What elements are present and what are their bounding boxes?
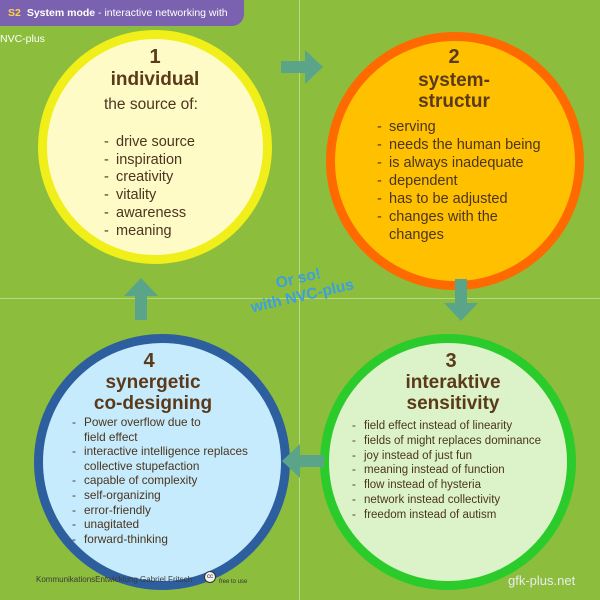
circle-2-item: has to be adjusted <box>377 190 547 208</box>
circle-3-list: field effect instead of linearity fields… <box>352 419 576 523</box>
horizontal-divider <box>0 298 600 299</box>
circle-2-heading-line: structur <box>418 91 490 112</box>
circle-3-item: joy instead of just fun <box>352 449 576 464</box>
creative-commons-icon: cc <box>204 571 216 583</box>
circle-3-item: field effect instead of linearity <box>352 419 576 434</box>
circle-3-item: flow instead of hysteria <box>352 478 576 493</box>
circle-2-list: serving needs the human being is always … <box>377 118 547 244</box>
circle-4-number: 4 <box>143 350 155 372</box>
circle-3-item: network instead collectivity <box>352 493 576 508</box>
circle-2-number: 2 <box>448 46 460 68</box>
circle-4-item: self-organizing <box>72 488 268 503</box>
footer-credit: KommunikationsEntwicklung Gabriel Fritsc… <box>36 575 193 584</box>
circle-4-item: Power overflow due to field effect <box>72 415 214 444</box>
circle-2-item: changes with the changes <box>377 208 519 244</box>
circle-4-list: Power overflow due to field effect inter… <box>72 415 268 546</box>
center-slogan: Or so! with NVC-plus <box>245 259 355 318</box>
circle-3-number: 3 <box>445 350 457 372</box>
circle-4-item: capable of complexity <box>72 473 268 488</box>
circle-1-item: creativity <box>104 169 254 187</box>
header-subtitle: - interactive networking with NVC-plus <box>0 7 228 45</box>
circle-2-item: needs the human being <box>377 136 547 154</box>
circle-1-item: meaning <box>104 223 254 241</box>
circle-4-item: error-friendly <box>72 503 268 518</box>
circle-1-item: inspiration <box>104 152 254 170</box>
arrow-down-icon <box>444 279 478 321</box>
circle-1-intro: the source of: <box>104 96 198 113</box>
license-label: free to use <box>219 579 248 585</box>
circle-1-item: awareness <box>104 205 254 223</box>
circle-3-heading-line: interaktive <box>405 372 501 393</box>
header-title: System mode <box>26 7 96 19</box>
arrow-up-icon <box>124 278 158 320</box>
circle-2-heading: system- structur <box>374 70 534 112</box>
arrow-right-icon <box>281 50 323 84</box>
vertical-divider <box>299 0 300 600</box>
circle-1-item: vitality <box>104 187 254 205</box>
header-bar: S2 System mode - interactive networking w… <box>0 0 244 45</box>
circle-2-item: is always inadequate <box>377 154 547 172</box>
circle-1-number: 1 <box>149 46 161 68</box>
header-tag: S2 <box>8 7 21 19</box>
circle-3-heading-line: sensitivity <box>406 393 500 414</box>
circle-1-item: drive source <box>104 134 254 152</box>
circle-4-heading-line: synergetic <box>105 372 201 393</box>
circle-3-item: freedom instead of autism <box>352 508 576 523</box>
footer-site: gfk-plus.net <box>508 573 576 588</box>
circle-4-item: forward-thinking <box>72 532 268 547</box>
circle-4-item: unagitated <box>72 517 268 532</box>
arrow-left-icon <box>282 444 324 478</box>
circle-2-item: dependent <box>377 172 547 190</box>
circle-2-item: serving <box>377 118 547 136</box>
circle-3-heading: interaktive sensitivity <box>370 372 536 414</box>
circle-2-heading-line: system- <box>418 70 490 91</box>
circle-4-heading-line: co-designing <box>93 393 213 414</box>
circle-3-item: meaning instead of function <box>352 463 576 478</box>
circle-1-list: drive source inspiration creativity vita… <box>104 134 254 240</box>
circle-3-item: fields of might replaces dominance <box>352 434 576 449</box>
circle-1-heading: individual <box>110 69 200 90</box>
circle-4-item: interactive intelligence replaces collec… <box>72 444 268 473</box>
circle-4-heading: synergetic co-designing <box>70 372 236 414</box>
